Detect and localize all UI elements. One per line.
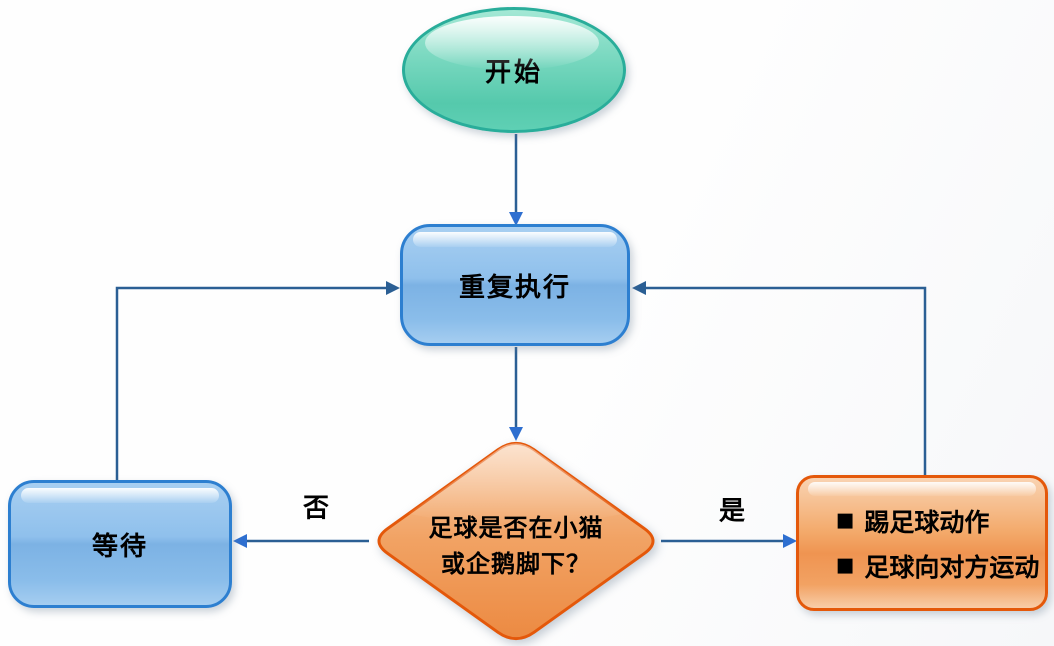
action-item: ▪ 踢足球动作 xyxy=(835,501,990,537)
edge-start-repeat-arrowhead-icon xyxy=(509,212,523,226)
node-action: ▪ 踢足球动作 ▪ 足球向对方运动 xyxy=(796,475,1048,611)
action-item: ▪ 足球向对方运动 xyxy=(835,546,1040,582)
action-item-label: 踢足球动作 xyxy=(864,507,990,537)
node-repeat: 重复执行 xyxy=(400,224,630,346)
edge-label-no: 否 xyxy=(302,493,330,524)
edge-no-arrowhead-icon xyxy=(233,534,247,548)
edge-wait-repeat-line xyxy=(115,286,386,480)
edge-repeat-decision-arrowhead-icon xyxy=(509,427,523,441)
node-decision-label: 足球是否在小猫 或企鹅脚下？ xyxy=(429,510,604,582)
edge-label-yes: 是 xyxy=(718,496,746,527)
node-start-label: 开始 xyxy=(484,57,543,88)
node-decision-label-line2: 或企鹅脚下？ xyxy=(441,550,591,578)
edge-action-repeat-arrowhead-icon xyxy=(632,281,646,295)
action-item-label: 足球向对方运动 xyxy=(864,552,1040,582)
node-start: 开始 xyxy=(402,7,626,133)
node-wait-label: 等待 xyxy=(91,531,148,562)
edge-action-repeat-line xyxy=(646,286,927,475)
edge-yes-arrowhead-icon xyxy=(783,534,797,548)
node-decision-label-line1: 足球是否在小猫 xyxy=(428,514,604,542)
node-wait: 等待 xyxy=(8,480,232,608)
node-repeat-label: 重复执行 xyxy=(458,272,571,303)
edge-wait-repeat-arrowhead-icon xyxy=(386,281,400,295)
